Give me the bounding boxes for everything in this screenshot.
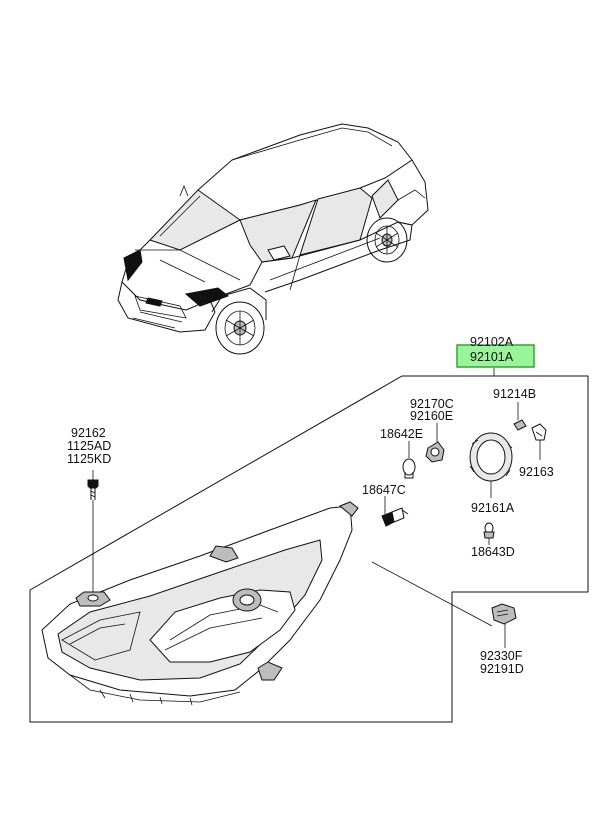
rear-mount-bracket xyxy=(339,501,359,517)
bulb-18643D xyxy=(483,522,495,539)
highlight-box xyxy=(456,344,535,368)
side-mirror xyxy=(267,245,291,261)
label-1125AD[interactable]: 1125AD xyxy=(67,439,111,453)
label-92162[interactable]: 92162 xyxy=(71,426,106,440)
label-18642E[interactable]: 18642E xyxy=(380,427,423,441)
windshield xyxy=(149,189,241,251)
bulb-18647C xyxy=(381,507,409,527)
label-92330F[interactable]: 92330F xyxy=(480,649,523,663)
socket-92170C xyxy=(425,441,445,463)
label-18643D[interactable]: 18643D xyxy=(471,545,515,559)
rear-side-window xyxy=(299,187,373,256)
car-headlight-left xyxy=(123,249,143,282)
car-illustration xyxy=(117,123,429,355)
part-labels: 92102A 92101A 91214B 92170C 92160E 18642… xyxy=(67,335,554,676)
label-92163[interactable]: 92163 xyxy=(519,465,554,479)
label-92170C[interactable]: 92170C xyxy=(410,397,454,411)
label-92102A[interactable]: 92102A xyxy=(470,335,514,349)
label-92101A[interactable]: 92101A xyxy=(470,350,514,364)
rear-wheel xyxy=(366,217,408,263)
label-1125KD[interactable]: 1125KD xyxy=(67,452,111,466)
cover-cap-92161A xyxy=(469,432,513,482)
connector-92330F xyxy=(491,603,517,625)
bottom-mount-bracket xyxy=(257,661,283,681)
label-92191D[interactable]: 92191D xyxy=(480,662,524,676)
label-92161A[interactable]: 92161A xyxy=(471,501,515,515)
front-wheel xyxy=(215,301,265,355)
clip-92163 xyxy=(531,423,547,441)
label-91214B[interactable]: 91214B xyxy=(493,387,536,401)
car-headlight-right xyxy=(184,287,230,307)
bolt-part xyxy=(87,479,99,500)
leader-lines xyxy=(92,368,541,648)
top-mount-bracket xyxy=(209,545,239,563)
label-92160E[interactable]: 92160E xyxy=(410,409,453,423)
grommet-91214B xyxy=(513,419,527,431)
assembly-frame xyxy=(29,375,589,723)
headlamp-assembly xyxy=(41,501,359,706)
bulb-18642E xyxy=(402,458,416,479)
label-18647C[interactable]: 18647C xyxy=(362,483,406,497)
